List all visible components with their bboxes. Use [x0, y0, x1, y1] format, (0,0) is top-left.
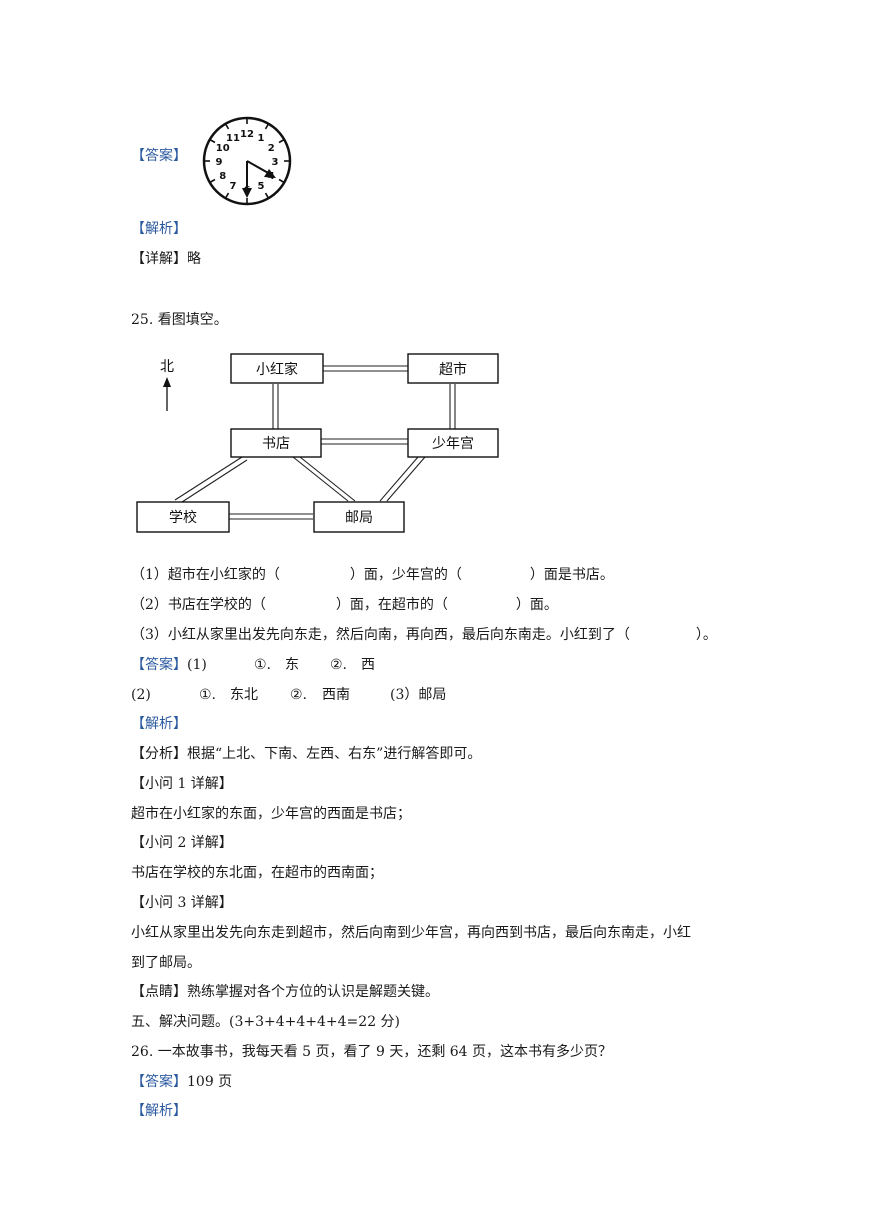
ans1-num: (1) — [187, 657, 207, 673]
q25-analysis-tag: 【解析】 — [131, 716, 187, 732]
sub2-part-b: ）面，在超市的（ — [335, 597, 448, 613]
north-label: 北 — [160, 359, 174, 375]
box-home — [230, 353, 324, 384]
q26-question: 26. 一本故事书，我每天看 5 页，看了 9 天，还剩 64 页，这本书有多少… — [131, 1044, 613, 1060]
clock-number: 5 — [258, 181, 265, 192]
section5-title: 五、解决问题。(3+3+4+4+4+4=22 分) — [131, 1014, 401, 1030]
x2-tag: 【小问 2 详解】 — [131, 835, 233, 851]
ans1-mark2: ②. — [330, 657, 348, 673]
label-school: 学校 — [169, 509, 197, 526]
clock-tick — [210, 178, 216, 183]
clock-tick — [264, 192, 269, 198]
clock-number: 12 — [240, 129, 254, 140]
label-market: 超市 — [439, 361, 467, 378]
clock-tick — [225, 124, 230, 130]
fenxi-text: 根据“上北、下南、左西、右东”进行解答即可。 — [187, 746, 482, 762]
sub-question-2: （2）书店在学校的（ ）面，在超市的（ ）面。 — [131, 595, 558, 615]
q25-title: 25. 看图填空。 — [131, 312, 228, 328]
box-post — [313, 501, 405, 533]
sub1-part-b: ）面，少年宫的（ — [349, 567, 462, 583]
ans3: (3）邮局 — [390, 687, 447, 703]
box-bookstore — [230, 428, 322, 458]
box-youth-palace — [407, 428, 499, 458]
label-home: 小红家 — [256, 361, 298, 378]
x3-text-line1: 小红从家里出发先向东走到超市，然后向南到少年宫，再向西到书店，最后向东南走，小红 — [131, 925, 691, 941]
clock-minute-arrow — [242, 188, 252, 198]
x3-text-line2: 到了邮局。 — [131, 955, 201, 971]
q26-analysis-tag: 【解析】 — [131, 1103, 187, 1119]
sub1-part-c: ）面是书店。 — [529, 567, 614, 583]
clock-number: 1 — [258, 133, 265, 144]
label-youth-palace: 少年宫 — [432, 436, 474, 452]
clock-number: 2 — [268, 143, 275, 154]
clock-tick — [264, 124, 269, 130]
clock-tick — [225, 192, 230, 198]
sub2-part-a: （2）书店在学校的（ — [131, 597, 266, 613]
detail-tag: 【详解】 — [131, 251, 187, 267]
dianjing-tag: 【点睛】 — [131, 984, 187, 1000]
sub3-part-b: ）。 — [695, 627, 717, 643]
q25-answer-tag: 【答案】 — [131, 657, 187, 673]
detail-text: 略 — [187, 251, 201, 267]
north-arrow-head — [163, 377, 171, 387]
clock-hour-arrow — [264, 169, 276, 178]
clock-tick — [278, 139, 284, 144]
clock-tick — [210, 139, 216, 144]
fenxi-line: 【分析】根据“上北、下南、左西、右东”进行解答即可。 — [131, 744, 481, 764]
label-bookstore: 书店 — [262, 436, 290, 452]
detail-line: 【详解】略 — [131, 249, 201, 269]
ans2-value2: 西南 — [322, 687, 350, 703]
ans1-value1: 东 — [285, 657, 299, 673]
ans2-num: (2) — [131, 687, 151, 703]
q26-answer-tag: 【答案】 — [131, 1074, 187, 1090]
q26-answer: 109 页 — [187, 1074, 233, 1090]
label-post: 邮局 — [345, 510, 373, 526]
roads — [174, 365, 456, 520]
clock-number: 11 — [226, 133, 240, 144]
sub2-part-c: ）面。 — [515, 597, 558, 613]
ans2-mark2: ②. — [290, 687, 308, 703]
x3-tag: 【小问 3 详解】 — [131, 895, 233, 911]
clock-number: 10 — [216, 143, 230, 154]
sub-question-1: （1）超市在小红家的（ ）面，少年宫的（ ）面是书店。 — [131, 565, 614, 585]
clock-number: 3 — [272, 157, 279, 168]
sub3-part-a: （3）小红从家里出发先向东走，然后向南，再向西，最后向东南走。小红到了（ — [131, 627, 630, 643]
sub1-part-a: （1）超市在小红家的（ — [131, 567, 280, 583]
clock-tick — [278, 178, 284, 183]
x2-text: 书店在学校的东北面，在超市的西南面； — [131, 865, 383, 881]
ans2-mark1: ①. — [199, 687, 217, 703]
dianjing-line: 【点睛】熟练掌握对各个方位的认识是解题关键。 — [131, 982, 439, 1002]
box-school — [136, 501, 230, 533]
clock-figure: 121234567891011 — [202, 116, 292, 206]
answer-tag: 【答案】 — [131, 148, 187, 164]
x1-text: 超市在小红家的东面，少年宫的西面是书店； — [131, 806, 411, 822]
direction-map: 北 小红家 超市 — [136, 353, 499, 533]
clock-number: 9 — [216, 157, 223, 168]
clock-number: 7 — [230, 181, 237, 192]
clock-number: 8 — [219, 171, 226, 182]
ans2-value1: 东北 — [230, 687, 258, 703]
ans1-value2: 西 — [361, 657, 375, 673]
box-market — [407, 353, 499, 384]
clock-face — [202, 116, 292, 206]
dianjing-text: 熟练掌握对各个方位的认识是解题关键。 — [187, 984, 439, 1000]
q26-answer-line: 【答案】109 页 — [131, 1072, 232, 1092]
x1-tag: 【小问 1 详解】 — [131, 776, 233, 792]
clock-hour-hand — [246, 160, 271, 175]
sub-question-3: （3）小红从家里出发先向东走，然后向南，再向西，最后向东南走。小红到了（ ）。 — [131, 625, 717, 645]
fenxi-tag: 【分析】 — [131, 746, 187, 762]
ans1-mark1: ①. — [254, 657, 272, 673]
analysis-tag: 【解析】 — [131, 221, 187, 237]
